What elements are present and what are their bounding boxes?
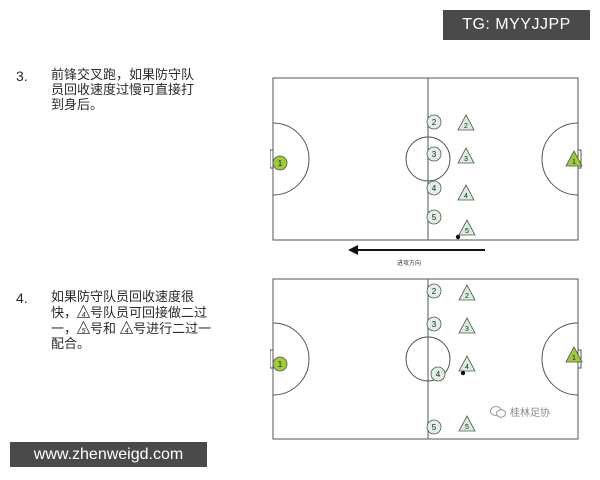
step-4-line-4: 配合。 xyxy=(51,337,91,352)
player-triangle-icon: 5 xyxy=(77,321,91,335)
svg-text:3: 3 xyxy=(432,320,437,329)
circle-player-4: 4 xyxy=(430,366,446,382)
player-triangle-icon: 4 xyxy=(120,321,134,335)
attack-direction-label: 进攻方向 xyxy=(397,260,422,267)
svg-text:1: 1 xyxy=(278,360,283,369)
left-penalty-arc xyxy=(272,322,310,396)
step-number-4: 4. xyxy=(16,290,28,306)
step-3-line-3: 到身后。 xyxy=(51,98,104,113)
pitch-diagram-2: 1 1 2 3 4 5 2 3 4 5 xyxy=(270,278,583,440)
circle-player-3: 3 xyxy=(426,316,442,332)
svg-text:4: 4 xyxy=(465,364,469,371)
step-3-description: 前锋交叉跑，如果防守队 员回收速度过慢可直接打 到身后。 xyxy=(51,68,194,113)
svg-text:5: 5 xyxy=(465,228,469,235)
svg-text:1: 1 xyxy=(572,355,576,362)
svg-text:1: 1 xyxy=(572,159,576,166)
player-triangle-icon: 4 xyxy=(77,305,91,319)
wechat-account: 桂林足协 xyxy=(490,404,550,419)
svg-text:3: 3 xyxy=(432,150,437,159)
step-3-line-1: 前锋交叉跑，如果防守队 xyxy=(51,68,195,83)
svg-text:2: 2 xyxy=(464,123,468,130)
triangle-player-2: 2 xyxy=(457,114,475,131)
triangle-player-3: 3 xyxy=(458,317,476,334)
svg-text:2: 2 xyxy=(432,287,437,296)
pitch-diagram-1: 1 1 2 3 4 5 2 3 4 5 xyxy=(270,77,583,255)
left-penalty-arc xyxy=(272,122,310,196)
center-circle xyxy=(405,336,451,382)
right-penalty-arc xyxy=(541,322,579,396)
svg-text:2: 2 xyxy=(465,293,469,300)
svg-text:3: 3 xyxy=(465,326,469,333)
goalkeeper-right: 1 xyxy=(565,150,583,167)
left-goal xyxy=(270,349,274,369)
attack-direction-arrow xyxy=(348,245,485,255)
pitch-boundary xyxy=(272,77,579,241)
triangle-player-5: 5 xyxy=(458,219,476,236)
svg-text:5: 5 xyxy=(432,213,437,222)
triangle-player-4: 4 xyxy=(457,184,475,201)
svg-text:4: 4 xyxy=(436,370,441,379)
svg-text:4: 4 xyxy=(464,193,468,200)
goalkeeper-left: 1 xyxy=(272,155,288,171)
right-penalty-arc xyxy=(541,122,579,196)
svg-text:3: 3 xyxy=(464,156,468,163)
goalkeeper-left: 1 xyxy=(272,356,288,372)
triangle-player-4: 4 xyxy=(458,355,476,372)
circle-player-5: 5 xyxy=(426,419,442,435)
step-number-3: 3. xyxy=(16,68,28,84)
svg-text:5: 5 xyxy=(432,423,437,432)
circle-player-4: 4 xyxy=(426,180,442,196)
channel-tag: TG: MYYJJPP xyxy=(443,10,590,40)
center-circle xyxy=(405,136,451,182)
left-goal xyxy=(270,149,274,169)
circle-player-2: 2 xyxy=(426,114,442,130)
goalkeeper-right: 1 xyxy=(565,346,583,363)
step-3-line-2: 员回收速度过慢可直接打 xyxy=(51,83,195,98)
site-watermark: www.zhenweigd.com xyxy=(10,442,207,467)
svg-text:1: 1 xyxy=(278,159,283,168)
step-4-line-1: 如果防守队员回收速度很 xyxy=(51,290,195,305)
triangle-player-3: 3 xyxy=(457,147,475,164)
svg-text:5: 5 xyxy=(465,424,469,431)
circle-player-3: 3 xyxy=(426,146,442,162)
ball xyxy=(460,370,466,376)
svg-text:4: 4 xyxy=(432,184,437,193)
wechat-icon xyxy=(490,405,506,418)
triangle-player-5: 5 xyxy=(458,415,476,432)
circle-player-5: 5 xyxy=(426,209,442,225)
svg-text:2: 2 xyxy=(432,118,437,127)
triangle-player-2: 2 xyxy=(458,284,476,301)
ball xyxy=(455,234,461,240)
circle-player-2: 2 xyxy=(426,283,442,299)
